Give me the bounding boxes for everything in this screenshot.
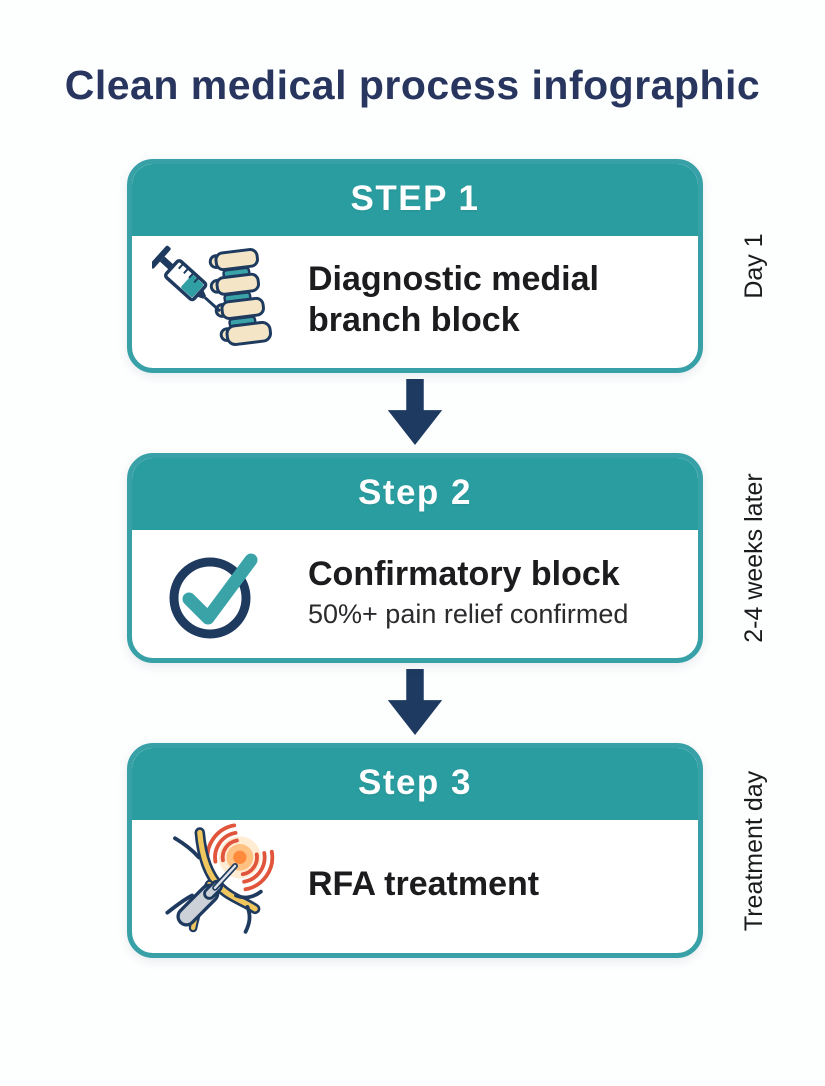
process-flow: STEP 1 (127, 159, 768, 958)
step-2-body: Confirmatory block 50%+ pain relief conf… (132, 530, 698, 658)
down-arrow-icon (379, 668, 451, 738)
step-1-texts: Diagnostic medial branch block (308, 259, 680, 342)
step-1-side-label: Day 1 (740, 233, 768, 299)
step-3-side-label: Treatment day (740, 770, 768, 931)
step-3-body: RFA treatment (132, 820, 698, 953)
step-2-title: Confirmatory block (308, 554, 620, 593)
step-3-texts: RFA treatment (308, 864, 680, 905)
step-1-header: STEP 1 (132, 164, 698, 236)
step-2-subtitle: 50%+ pain relief confirmed (308, 599, 629, 630)
step-3-header: Step 3 (132, 748, 698, 820)
down-arrow-icon (379, 378, 451, 448)
page-title: Clean medical process infographic (64, 62, 761, 108)
step-1-row: STEP 1 (127, 159, 768, 373)
step-1-card: STEP 1 (127, 159, 703, 373)
check-circle-icon (150, 542, 282, 642)
step-3-title: RFA treatment (308, 864, 540, 903)
step-2-texts: Confirmatory block 50%+ pain relief conf… (308, 554, 680, 630)
syringe-spine-icon (150, 243, 282, 357)
step-3-card: Step 3 (127, 743, 703, 958)
step-1-body: Diagnostic medial branch block (132, 236, 698, 368)
step-2-card: Step 2 Confirmatory block 50%+ pain reli… (127, 453, 703, 663)
step-2-row: Step 2 Confirmatory block 50%+ pain reli… (127, 453, 768, 663)
step-2-header: Step 2 (132, 458, 698, 530)
step-2-side-label: 2-4 weeks later (740, 473, 768, 643)
rfa-probe-icon (150, 822, 282, 947)
infographic-page: Clean medical process infographic STEP 1 (0, 62, 825, 958)
step-3-row: Step 3 (127, 743, 768, 958)
step-1-title: Diagnostic medial branch block (308, 259, 599, 339)
